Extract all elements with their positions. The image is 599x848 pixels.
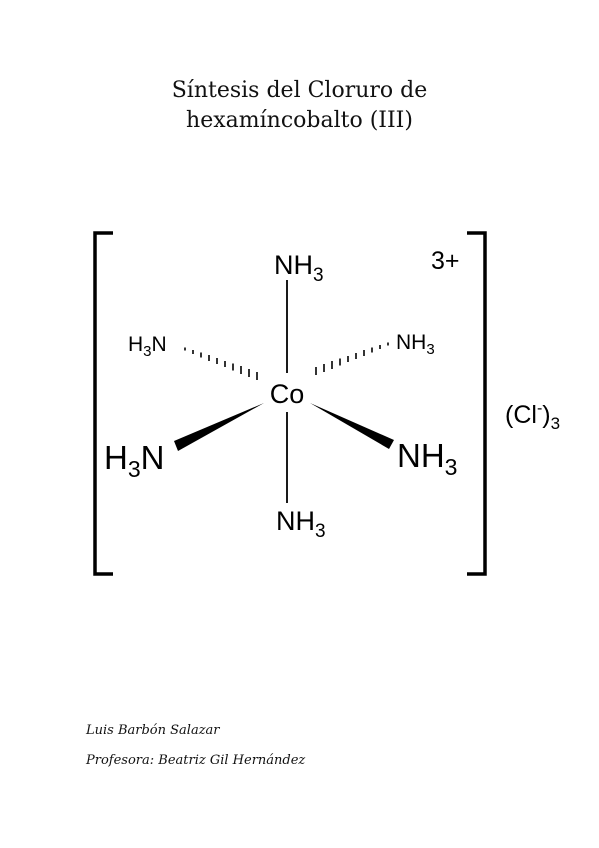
document-title: Síntesis del Cloruro de hexamíncobalto (… — [0, 76, 599, 136]
right-bracket — [467, 231, 487, 576]
left-bracket — [93, 231, 113, 576]
authors-block: Luis Barbón Salazar Profesora: Beatriz G… — [86, 716, 305, 776]
title-line-1: Síntesis del Cloruro de — [171, 78, 428, 103]
wedge-bond-lower-right — [310, 403, 394, 449]
complex-charge: 3+ — [431, 247, 460, 275]
wedge-bond-lower-left — [174, 403, 264, 451]
ligand-lower-right: NH3 — [397, 437, 457, 480]
ligand-top: NH3 — [274, 250, 324, 286]
counterion-chloride: (Cl-)3 — [505, 400, 560, 433]
ligand-lower-left: H3N — [104, 439, 164, 482]
central-atom-co: Co — [270, 379, 305, 409]
ligand-bottom: NH3 — [276, 506, 326, 542]
ligand-upper-right: NH3 — [396, 331, 435, 358]
title-line-2: hexamíncobalto (III) — [186, 108, 413, 133]
ligand-upper-left: H3N — [128, 333, 167, 360]
hashed-bond-upper-left — [184, 347, 258, 380]
student-name: Luis Barbón Salazar — [86, 723, 220, 738]
teacher-name: Profesora: Beatriz Gil Hernández — [86, 753, 306, 768]
hashed-bond-upper-right — [315, 342, 389, 375]
